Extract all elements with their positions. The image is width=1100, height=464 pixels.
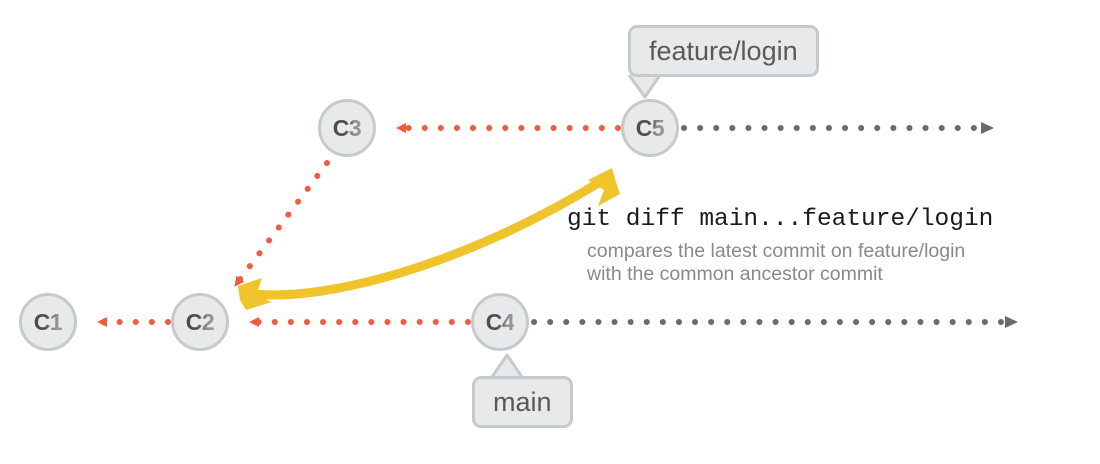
- commit-node-c4[interactable]: C4: [471, 293, 529, 351]
- commit-label: C3: [332, 114, 362, 141]
- diff-range-arrow: [238, 168, 620, 310]
- commit-label: C5: [635, 114, 665, 141]
- branch-label-feature-login[interactable]: feature/login: [628, 25, 819, 77]
- commit-node-c3[interactable]: C3: [318, 99, 376, 157]
- annotation-description-line-2: with the common ancestor commit: [587, 262, 883, 285]
- commit-label: C1: [33, 308, 63, 335]
- git-command-text: git diff main...feature/login: [567, 206, 994, 233]
- commit-node-c5[interactable]: C5: [621, 99, 679, 157]
- main-bubble-tail: [490, 353, 524, 378]
- commit-label: C2: [185, 308, 215, 335]
- branch-label-text: main: [493, 386, 552, 417]
- edge-c3-to-c2: [232, 160, 330, 289]
- commit-label: C4: [485, 308, 515, 335]
- diff-annotation: git diff main...feature/login compares t…: [567, 206, 994, 286]
- commit-node-c2[interactable]: C2: [171, 293, 229, 351]
- feature-login-bubble-tail: [627, 73, 662, 99]
- branch-label-main[interactable]: main: [472, 376, 573, 428]
- branch-label-text: feature/login: [649, 35, 798, 66]
- commit-node-c1[interactable]: C1: [19, 293, 77, 351]
- annotation-description-line-1: compares the latest commit on feature/lo…: [587, 239, 966, 262]
